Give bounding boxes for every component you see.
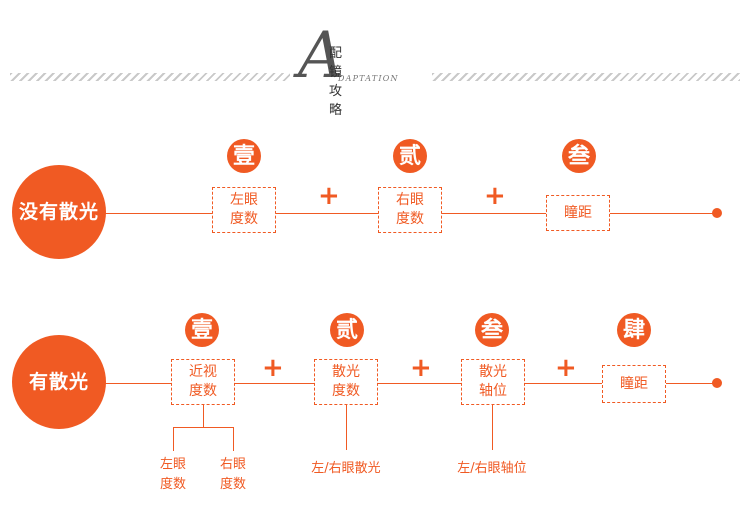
- row1-plus-1: +: [318, 181, 340, 211]
- header-logo-letter: A: [298, 19, 345, 93]
- row2-label-circle: 有散光: [12, 335, 106, 429]
- note-astigmatism-axis: 左/右眼轴位: [457, 461, 527, 476]
- row2-step1-branch-bar: [173, 427, 233, 428]
- header-subtitle: DAPTATION: [338, 74, 399, 83]
- row1-label-circle: 没有散光: [12, 165, 106, 259]
- row2-step1-stem: [203, 405, 204, 427]
- row1-step2-box: 右眼 度数: [378, 187, 442, 233]
- header-hatch-left: [10, 73, 290, 81]
- row1-plus-2: +: [484, 181, 506, 211]
- row1-step3-badge: 叁: [562, 139, 596, 173]
- row2-step1-badge: 壹: [185, 313, 219, 347]
- row2-step4-badge: 肆: [617, 313, 651, 347]
- row2-flow-line: [100, 383, 718, 384]
- row2-end-dot: [712, 378, 722, 388]
- row2-step3-box: 散光 轴位: [461, 359, 525, 405]
- note-left-eye-degree: 左眼 度数: [159, 457, 186, 492]
- row1-end-dot: [712, 208, 722, 218]
- row1-step2-badge: 贰: [393, 139, 427, 173]
- row2-step1-branch-right: [233, 427, 234, 451]
- note-astigmatism-degree: 左/右眼散光: [311, 461, 381, 476]
- row2-plus-3: +: [555, 353, 577, 383]
- header-title: 配镜攻略: [329, 46, 344, 118]
- row2-step1-box: 近视 度数: [171, 359, 235, 405]
- row2-step2-stem: [346, 405, 347, 450]
- row1-step3-box: 瞳距: [546, 195, 610, 231]
- row1-step1-badge: 壹: [227, 139, 261, 173]
- row1-step1-box: 左眼 度数: [212, 187, 276, 233]
- row2-plus-2: +: [410, 353, 432, 383]
- header-hatch-right: [432, 73, 740, 81]
- row2-step1-branch-left: [173, 427, 174, 451]
- row2-step4-box: 瞳距: [602, 365, 666, 403]
- row2-step2-box: 散光 度数: [314, 359, 378, 405]
- row2-step3-stem: [492, 405, 493, 450]
- note-right-eye-degree: 右眼 度数: [219, 457, 246, 492]
- row2-step2-badge: 贰: [330, 313, 364, 347]
- row2-step3-badge: 叁: [475, 313, 509, 347]
- row2-plus-1: +: [262, 353, 284, 383]
